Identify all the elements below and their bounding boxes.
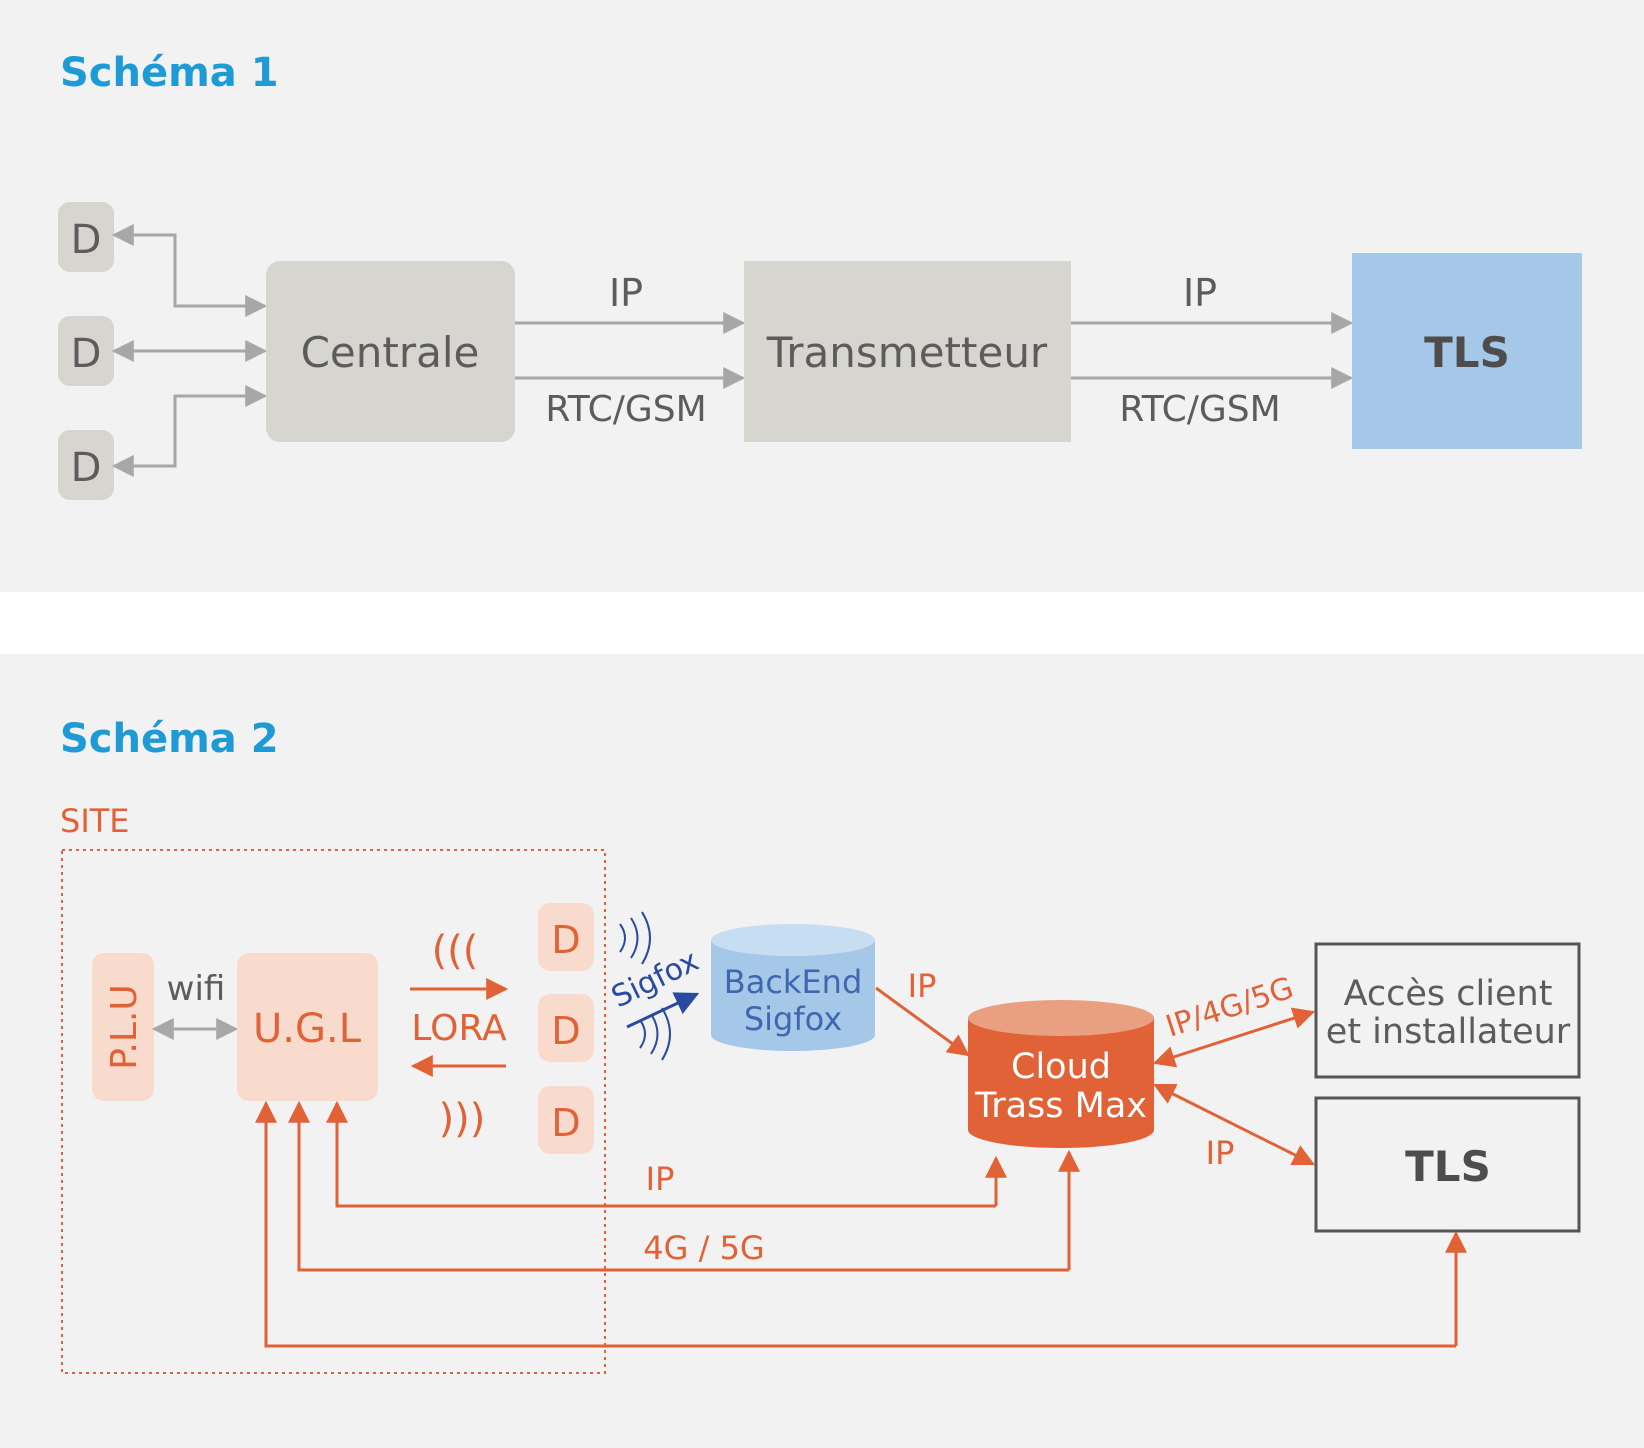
detector-2-label: D [71, 331, 102, 377]
backend-cloud-arrow [875, 986, 970, 1057]
detector-1-label: D [71, 217, 102, 263]
ip-backend-cloud-label: IP [908, 967, 937, 1005]
site-label: SITE [60, 802, 130, 840]
link-rtc-2-label: RTC/GSM [1119, 389, 1280, 430]
link-rtc-1-label: RTC/GSM [545, 389, 706, 430]
detector-s2-2: D [538, 994, 594, 1062]
tls-label-schema1: TLS [1424, 328, 1510, 377]
detector-s2-1: D [538, 903, 594, 971]
transmetteur-box: Transmetteur [744, 261, 1071, 442]
cloud-label-2: Trass Max [974, 1086, 1147, 1126]
ip-4g-5g-label: IP/4G/5G [1162, 971, 1298, 1045]
sigfox-waves-icon [619, 911, 671, 1061]
site-boundary [61, 849, 606, 1374]
detector-3-label: D [71, 445, 102, 491]
acces-client-box: Accès client et installateur [1314, 942, 1581, 1079]
schema2-title: Schéma 2 [60, 716, 279, 762]
sigfox-arrow [626, 992, 700, 1029]
link-ip-1-label: IP [609, 271, 643, 315]
detector-1: D [58, 202, 114, 272]
detector-s2-2-label: D [551, 1009, 580, 1053]
detector-3: D [58, 430, 114, 500]
ugl-label: U.G.L [253, 1006, 362, 1052]
plu-box: P.L.U [92, 953, 154, 1101]
lora-waves-out: ))) [439, 1096, 486, 1142]
acces-label-2: et installateur [1326, 1012, 1571, 1052]
cloud-tls-arrow [1153, 1083, 1315, 1166]
detector-s2-3: D [538, 1086, 594, 1154]
backend-label-1: BackEnd [724, 963, 863, 1001]
detector-centrale-arrows [111, 224, 268, 477]
wifi-label: wifi [167, 969, 226, 1009]
detector-s2-1-label: D [551, 918, 580, 962]
cloud-label-1: Cloud [1011, 1047, 1111, 1087]
transmetteur-label: Transmetteur [766, 328, 1048, 377]
lora-waves-in: ((( [432, 928, 479, 974]
detector-s2-3-label: D [551, 1101, 580, 1145]
ip-cloud-tls-label: IP [1206, 1134, 1235, 1172]
plu-label: P.L.U [104, 984, 145, 1069]
backend-label-2: Sigfox [744, 1000, 842, 1038]
lora-label: LORA [411, 1008, 507, 1049]
tls-label-schema2: TLS [1405, 1142, 1491, 1191]
acces-label-1: Accès client [1344, 974, 1553, 1014]
link-4g-ugl-cloud-label: 4G / 5G [643, 1229, 764, 1267]
detector-2: D [58, 316, 114, 386]
centrale-transmetteur-arrows [515, 312, 746, 389]
centrale-box: Centrale [266, 261, 515, 442]
cloud-trass-max-cylinder: Cloud Trass Max [968, 1000, 1154, 1148]
sigfox-label: Sigfox [606, 943, 704, 1015]
schema1-title: Schéma 1 [60, 50, 279, 96]
transmetteur-tls-arrows [1071, 312, 1354, 389]
link-ip-ugl-cloud-label: IP [646, 1160, 675, 1198]
tls-box-schema2: TLS [1314, 1096, 1581, 1233]
cloud-acces-arrow [1152, 1007, 1316, 1068]
backend-sigfox-cylinder: BackEnd Sigfox [711, 924, 875, 1051]
tls-box-schema1: TLS [1352, 253, 1582, 449]
ugl-uplinks [255, 1100, 1467, 1348]
link-ip-2-label: IP [1183, 271, 1217, 315]
centrale-label: Centrale [301, 328, 480, 377]
ugl-box: U.G.L [237, 953, 378, 1101]
